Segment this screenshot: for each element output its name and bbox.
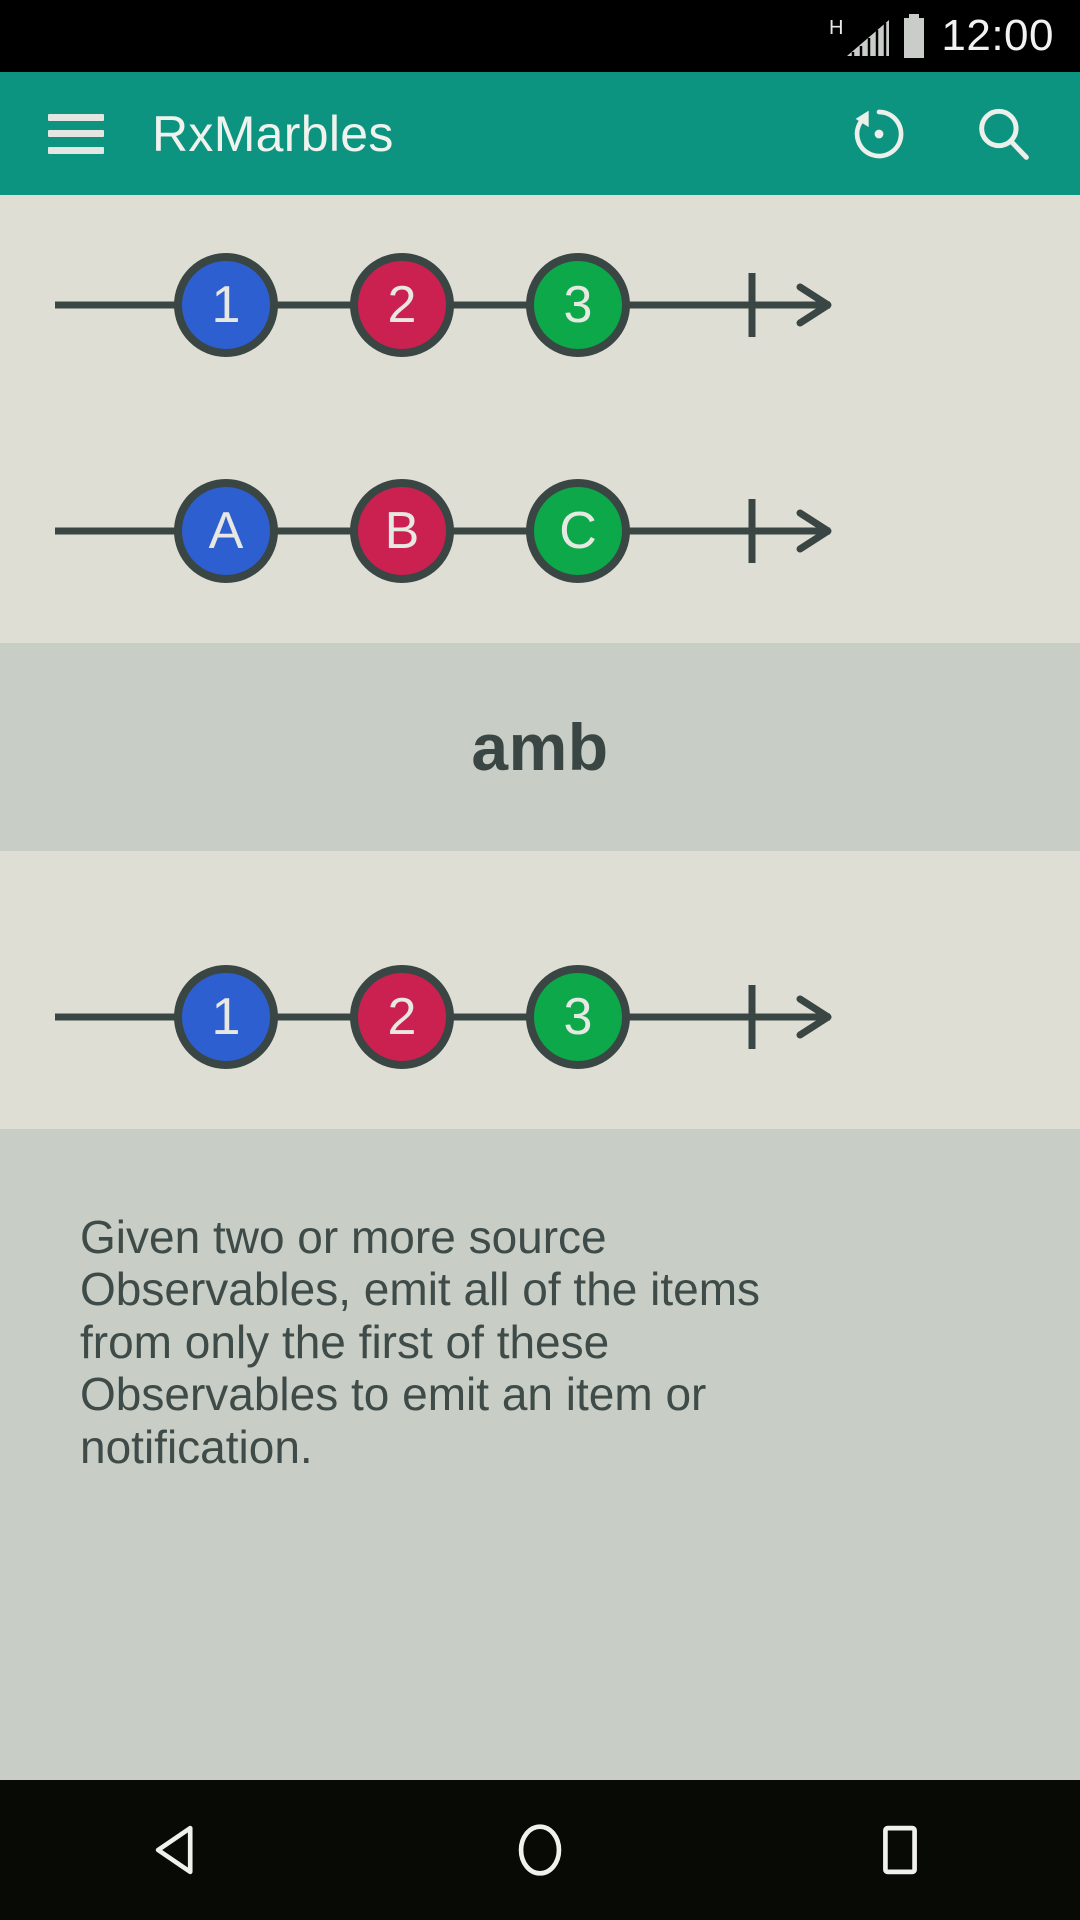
history-reset-icon[interactable] <box>846 101 912 167</box>
output-diagram: 1 2 3 <box>0 851 1080 1129</box>
recents-square-icon[interactable] <box>840 1790 960 1910</box>
description-band: Given two or more source Observables, em… <box>0 1129 1080 1780</box>
marble[interactable]: A <box>174 479 278 583</box>
timeline-arrow-icon <box>796 995 832 1039</box>
network-indicator: H <box>829 18 891 58</box>
search-icon[interactable] <box>970 101 1036 167</box>
marble[interactable]: 3 <box>526 965 630 1069</box>
status-bar-clock: 12:00 <box>941 11 1054 60</box>
app-bar: RxMarbles <box>0 72 1080 195</box>
marble[interactable]: C <box>526 479 630 583</box>
input-marble-svg[interactable]: 1 2 3 <box>0 195 1080 643</box>
marble-label: 3 <box>564 276 593 334</box>
marble-label: B <box>385 502 420 560</box>
status-icons: H <box>829 14 927 58</box>
marble[interactable]: 1 <box>174 253 278 357</box>
signal-bars-icon <box>845 18 891 58</box>
input-diagrams: 1 2 3 <box>0 195 1080 643</box>
operator-description: Given two or more source Observables, em… <box>80 1211 761 1473</box>
status-bar: H 12:00 <box>0 0 1080 72</box>
timeline-arrow-icon <box>796 509 832 553</box>
network-type-label: H <box>828 17 844 39</box>
marble[interactable]: B <box>350 479 454 583</box>
operator-name: amb <box>471 710 609 784</box>
hamburger-menu-icon[interactable] <box>48 113 104 154</box>
battery-icon <box>901 14 927 58</box>
app-bar-actions <box>846 101 1036 167</box>
marble-label: A <box>209 502 244 560</box>
marble[interactable]: 1 <box>174 965 278 1069</box>
marble-label: 2 <box>388 276 417 334</box>
timeline-arrow-icon <box>796 283 832 327</box>
operator-content: 1 2 3 <box>0 195 1080 1780</box>
operator-name-band: amb <box>0 643 1080 851</box>
back-triangle-icon[interactable] <box>120 1790 240 1910</box>
android-nav-bar <box>0 1780 1080 1920</box>
marble-label: 1 <box>212 988 241 1046</box>
marble-label: 1 <box>212 276 241 334</box>
hamburger-line <box>48 113 104 121</box>
marble[interactable]: 2 <box>350 965 454 1069</box>
source-timeline-2[interactable]: A B C <box>55 479 832 583</box>
marble-label: C <box>559 502 597 560</box>
marble[interactable]: 3 <box>526 253 630 357</box>
home-circle-icon[interactable] <box>480 1790 600 1910</box>
source-timeline-1[interactable]: 1 2 3 <box>55 253 832 357</box>
marble-label: 2 <box>388 988 417 1046</box>
page-title: RxMarbles <box>152 105 394 162</box>
output-marble-svg[interactable]: 1 2 3 <box>0 851 1080 1129</box>
hamburger-line <box>48 130 104 137</box>
result-timeline[interactable]: 1 2 3 <box>55 965 832 1069</box>
marble-label: 3 <box>564 988 593 1046</box>
hamburger-line <box>48 146 104 154</box>
marble[interactable]: 2 <box>350 253 454 357</box>
